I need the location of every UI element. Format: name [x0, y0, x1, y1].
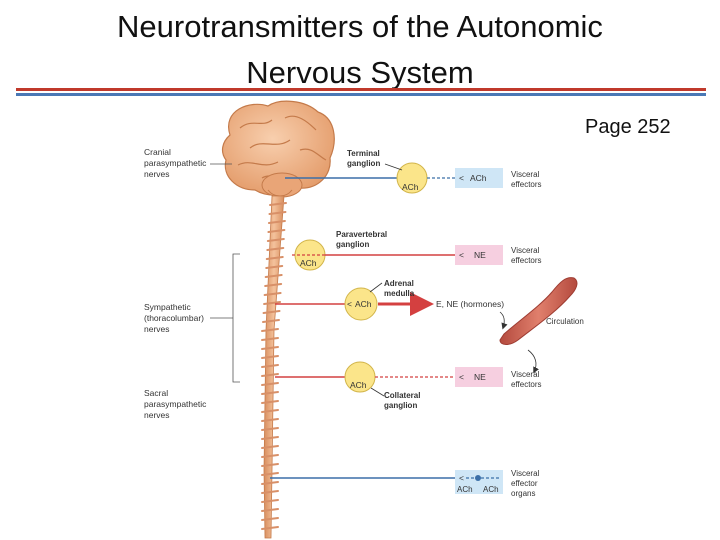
vertebra-tick	[261, 481, 279, 485]
vertebra-tick	[261, 355, 279, 359]
svg-text:NE: NE	[474, 250, 486, 260]
vertebra-tick	[261, 427, 279, 431]
vertebra-tick	[261, 472, 279, 476]
svg-text:<: <	[459, 372, 464, 382]
vertebra-tick	[261, 517, 279, 521]
svg-text:ACh: ACh	[300, 258, 317, 268]
vertebra-tick	[261, 445, 279, 449]
svg-text:Sacral: Sacral	[144, 388, 168, 398]
slide-title: Neurotransmitters of the Autonomic Nervo…	[0, 4, 720, 96]
svg-text:ACh: ACh	[402, 182, 419, 192]
svg-text:<: <	[459, 250, 464, 260]
svg-text:<: <	[459, 473, 464, 483]
vertebra-tick	[261, 328, 279, 332]
svg-text:ACh: ACh	[457, 485, 473, 494]
vertebra-tick	[261, 400, 279, 404]
vertebra-tick	[261, 319, 280, 323]
vertebra-tick	[261, 364, 279, 368]
vertebra-tick	[261, 373, 279, 377]
vertebra-tick	[264, 283, 283, 287]
vertebra-tick	[265, 256, 284, 260]
vertebra-tick	[261, 409, 279, 413]
svg-text:NE: NE	[474, 372, 486, 382]
vertebra-tick	[261, 526, 279, 530]
vertebra-tick	[261, 490, 279, 494]
left-labels: Cranial parasympathetic nerves Sympathet…	[144, 147, 240, 420]
vertebra-tick	[261, 508, 279, 512]
svg-text:ACh: ACh	[483, 485, 499, 494]
vertebra-tick	[268, 211, 287, 215]
title-rule-blue	[16, 93, 706, 96]
svg-text:Circulation: Circulation	[546, 317, 584, 326]
title-rule-red	[16, 88, 706, 91]
vertebra-tick	[261, 346, 279, 350]
cranial-nerves-label: Cranial parasympathetic nerves	[144, 147, 207, 179]
vertebra-tick	[266, 247, 285, 251]
vertebra-tick	[263, 301, 282, 305]
sacral-nerves-label: Sacral parasympathetic nerves	[144, 388, 207, 420]
svg-text:parasympathetic: parasympathetic	[144, 158, 207, 168]
page-reference: Page 252	[585, 116, 671, 138]
svg-text:nerves: nerves	[144, 410, 170, 420]
title-line-1: Neurotransmitters of the Autonomic	[117, 9, 603, 44]
vertebra-tick	[261, 499, 279, 503]
vertebra-tick	[261, 454, 279, 458]
vertebra-tick	[267, 229, 286, 233]
blood-vessel: Circulation	[499, 277, 584, 374]
svg-text:<: <	[347, 299, 352, 309]
vertebra-tick	[261, 337, 279, 341]
vertebra-tick	[261, 391, 279, 395]
vertebra-tick	[261, 418, 279, 422]
svg-text:parasympathetic: parasympathetic	[144, 399, 207, 409]
sympathetic-nerves-label: Sympathetic (thoracolumbar) nerves	[144, 302, 204, 334]
svg-text:Sympathetic: Sympathetic	[144, 302, 192, 312]
vertebra-tick	[263, 292, 282, 296]
vertebra-tick	[261, 382, 279, 386]
svg-text:nerves: nerves	[144, 169, 170, 179]
title-line-2: Nervous System	[246, 55, 474, 90]
vertebra-tick	[264, 274, 283, 278]
spinal-cord	[261, 195, 287, 539]
svg-text:ACh: ACh	[350, 380, 367, 390]
vertebra-tick	[269, 202, 287, 206]
svg-text:ACh: ACh	[470, 173, 487, 183]
svg-text:<: <	[459, 173, 464, 183]
vertebra-tick	[266, 238, 285, 242]
vertebra-tick	[265, 265, 284, 269]
svg-text:ACh: ACh	[355, 299, 372, 309]
svg-text:nerves: nerves	[144, 324, 170, 334]
vertebra-tick	[262, 310, 281, 314]
svg-text:Cranial: Cranial	[144, 147, 171, 157]
brain-illustration	[221, 100, 335, 198]
svg-text:(thoracolumbar): (thoracolumbar)	[144, 313, 204, 323]
vertebra-tick	[267, 220, 286, 224]
svg-text:E, NE (hormones): E, NE (hormones)	[436, 299, 504, 309]
vertebra-tick	[261, 436, 279, 440]
vertebra-tick	[261, 463, 279, 467]
